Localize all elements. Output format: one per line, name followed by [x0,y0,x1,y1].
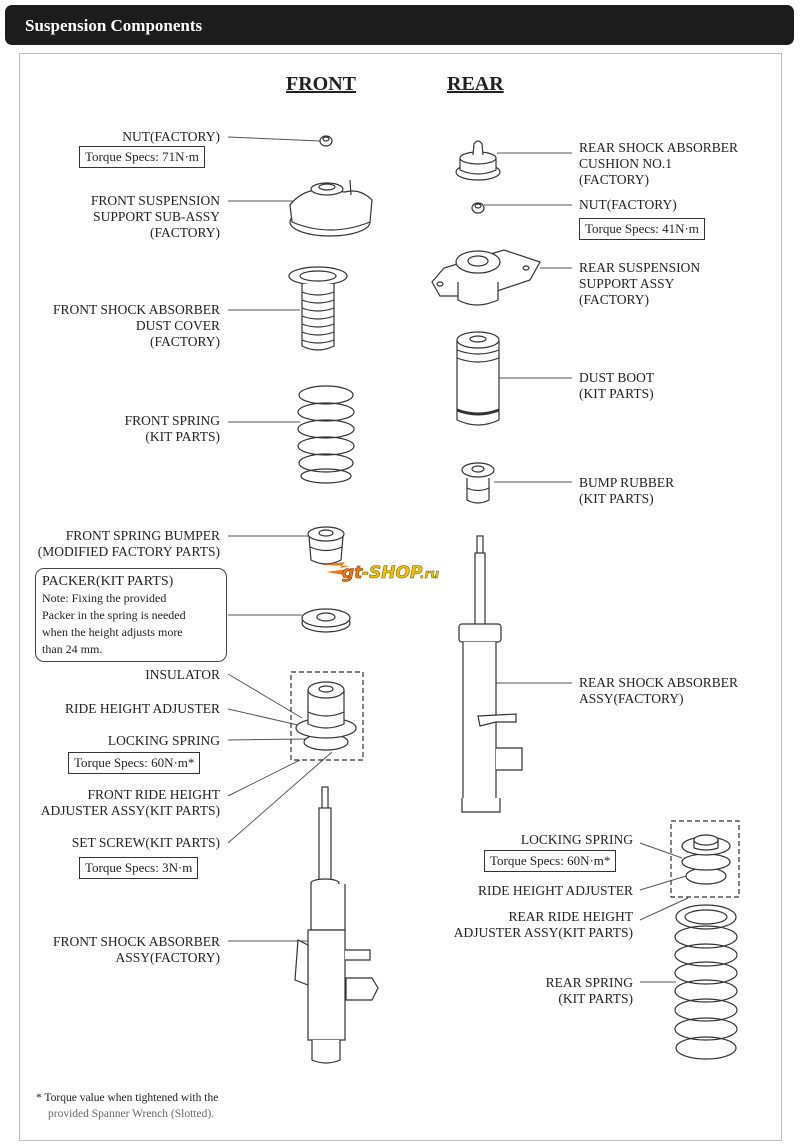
bump-rubber-part [461,462,495,504]
rear-support-label: REAR SUSPENSION SUPPORT ASSY (FACTORY) [579,260,701,307]
rear-locking-spring-label: LOCKING SPRING [520,832,633,847]
packer-title: PACKER(KIT PARTS) [42,574,174,589]
svg-text:gt: gt [342,563,363,583]
rear-shock-absorber-label: REAR SHOCK ABSORBER ASSY(FACTORY) [579,675,739,706]
header-title: Suspension Components [25,16,203,35]
svg-text:.ru: .ru [420,567,439,581]
section-header: Suspension Components [5,5,794,45]
front-adjuster-assy-label: FRONT RIDE HEIGHT ADJUSTER ASSY(KIT PART… [40,787,220,818]
set-screw-label: SET SCREW(KIT PARTS) [71,835,220,850]
rear-adjuster-part [681,834,731,885]
front-locking-spring-label: LOCKING SPRING [107,733,220,748]
leader-lines [227,136,689,983]
front-column-title: FRONT [286,73,356,95]
packer-note-box: PACKER(KIT PARTS) Note: Fixing the provi… [35,568,227,662]
front-nut-part [319,135,333,147]
packer-part [301,608,351,633]
footnote-line-2: provided Spanner Wrench (Slotted). [48,1108,215,1120]
rear-support-part [431,249,541,306]
front-locking-spring-torque-spec: Torque Specs: 60N·m* [68,752,201,774]
front-ride-height-adjuster-label: RIDE HEIGHT ADJUSTER [65,701,220,716]
front-spring-bumper-label: FRONT SPRING BUMPER (MODIFIED FACTORY PA… [37,528,220,559]
front-shock-absorber-label: FRONT SHOCK ABSORBER ASSY(FACTORY) [52,934,220,965]
rear-adjuster-dashed-box [670,820,740,898]
diagram-panel [19,53,782,1141]
front-spring-part [297,385,355,484]
front-dust-cover-label: FRONT SHOCK ABSORBER DUST COVER (FACTORY… [52,302,220,349]
front-nut-torque-spec: Torque Specs: 71N·m [79,146,205,168]
rear-cushion-part [455,140,501,181]
rear-column-title: REAR [447,73,504,95]
parts-drawings [288,135,740,1064]
bump-rubber-label: BUMP RUBBER (KIT PARTS) [579,475,675,506]
front-adjuster-part [295,681,357,751]
front-spring-bumper-part [307,526,345,565]
front-shock-absorber-part [294,786,379,1064]
torque-footnote: * Torque value when tightened with the p… [36,1090,218,1122]
rear-locking-spring-torque-spec: Torque Specs: 60N·m* [484,850,617,872]
rear-shock-absorber-part [458,535,523,813]
packer-note: Note: Fixing the provided Packer in the … [42,591,186,656]
front-dust-cover-part [288,266,348,351]
rear-adjuster-assy-label: REAR RIDE HEIGHT ADJUSTER ASSY(KIT PARTS… [453,909,633,940]
footnote-line-1: * Torque value when tightened with the [36,1092,219,1104]
insulator-label: INSULATOR [145,667,220,682]
rear-nut-part [471,202,485,214]
rear-spring-part [674,904,738,1060]
rear-cushion-label: REAR SHOCK ABSORBER CUSHION NO.1 (FACTOR… [579,140,739,187]
rear-nut-torque-spec: Torque Specs: 41N·m [579,218,705,240]
dust-boot-label: DUST BOOT (KIT PARTS) [579,370,655,401]
front-nut-label: NUT(FACTORY) [122,129,220,144]
set-screw-torque-spec: Torque Specs: 3N·m [79,857,199,879]
front-spring-label: FRONT SPRING (KIT PARTS) [124,413,220,444]
rear-ride-height-adjuster-label: RIDE HEIGHT ADJUSTER [478,883,633,898]
rear-spring-label: REAR SPRING (KIT PARTS) [545,975,633,1006]
front-support-label: FRONT SUSPENSION SUPPORT SUB-ASSY (FACTO… [90,193,220,240]
front-support-part [289,179,373,237]
rear-nut-label: NUT(FACTORY) [579,197,677,212]
front-adjuster-dashed-box [290,671,364,761]
dust-boot-part [456,331,500,426]
svg-text:-SHOP: -SHOP [362,563,423,583]
watermark-logo: gt -SHOP .ru [322,562,440,583]
